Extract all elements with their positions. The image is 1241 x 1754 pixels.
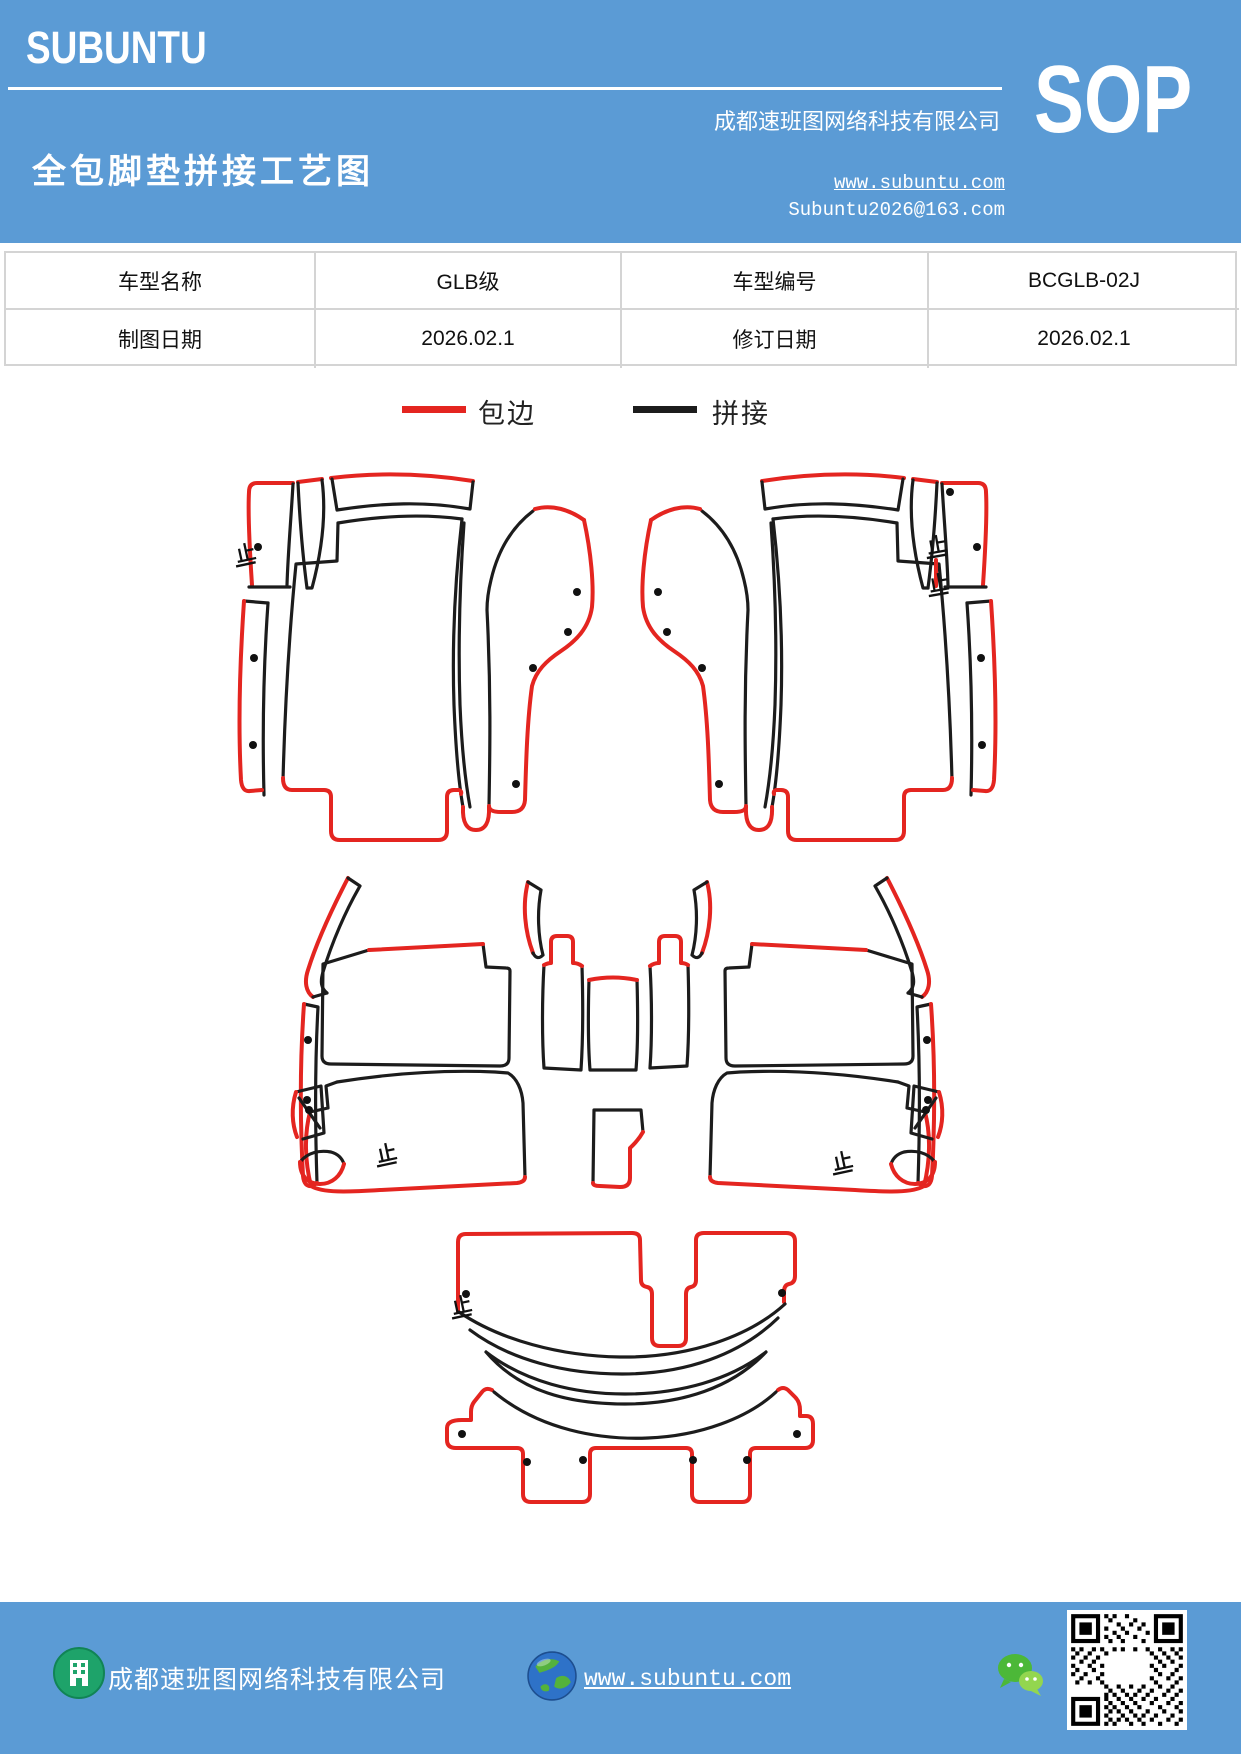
svg-text:止: 止 [374,1140,398,1167]
stop-marker: 止 [925,533,949,560]
stop-marker: 止 [233,540,258,568]
header-company-name: 成都速班图网络科技有限公司 [713,109,1000,134]
table-cell-date-label: 制图日期 [6,310,316,368]
legend-binding-swatch [402,406,466,413]
stop-marker: 止 [449,1292,474,1320]
page-header: SUBUNTU 成都速班图网络科技有限公司 全包脚垫拼接工艺图 www.subu… [0,0,1241,243]
legend-splicing-swatch [633,406,697,413]
svg-text:止: 止 [925,533,949,559]
svg-text:止: 止 [927,571,951,597]
table-cell-code-value: BCGLB-02J [929,253,1239,310]
globe-icon [527,1651,577,1701]
table-cell-revision-value: 2026.02.1 [1037,327,1131,350]
wechat-icon [998,1654,1043,1696]
second-row-center-pieces [540,934,691,1189]
second-row-left-mat [290,876,545,1194]
table-cell-date-value: 2026.02.1 [316,310,622,368]
header-email: Subuntu2026@163.com [788,199,1005,221]
header-divider [8,87,1002,90]
table-cell-code-label: 车型编号 [622,253,929,310]
front-right-mat-extras [934,488,954,588]
footer-website-link[interactable]: www.subuntu.com [584,1666,792,1692]
footer-company-name: 成都速班图网络科技有限公司 [108,1666,447,1694]
table-cell-model-label: 车型名称 [6,253,316,310]
front-left-mat [237,472,595,842]
company-building-icon [53,1647,105,1699]
stop-marker: 止 [830,1148,855,1176]
doc-type-badge: SOP [1034,46,1193,153]
legend-splicing-label: 拼接 [712,399,770,429]
trunk-mats [445,1231,815,1504]
vehicle-info-table: 车型名称 GLB级 车型编号 BCGLB-02J 制图日期 2026.02.1 … [4,251,1239,368]
svg-text:止: 止 [830,1148,854,1175]
page-title: 全包脚垫拼接工艺图 [32,153,374,191]
brand-logo: SUBUNTU [26,22,207,73]
table-cell-revision-label: 修订日期 [622,310,929,368]
table-cell-model-value: GLB级 [316,253,622,310]
stop-marker: 止 [374,1140,399,1168]
legend-binding-label: 包边 [478,399,536,429]
front-right-mat [640,472,998,842]
svg-text:止: 止 [449,1292,473,1319]
second-row-right-mat [690,876,945,1194]
qr-code [1067,1610,1187,1730]
page-footer: 成都速班图网络科技有限公司 www.subuntu.com [0,1602,1241,1754]
header-website-link[interactable]: www.subuntu.com [833,172,1005,194]
svg-text:止: 止 [233,540,257,567]
stop-marker: 止 [927,571,951,598]
